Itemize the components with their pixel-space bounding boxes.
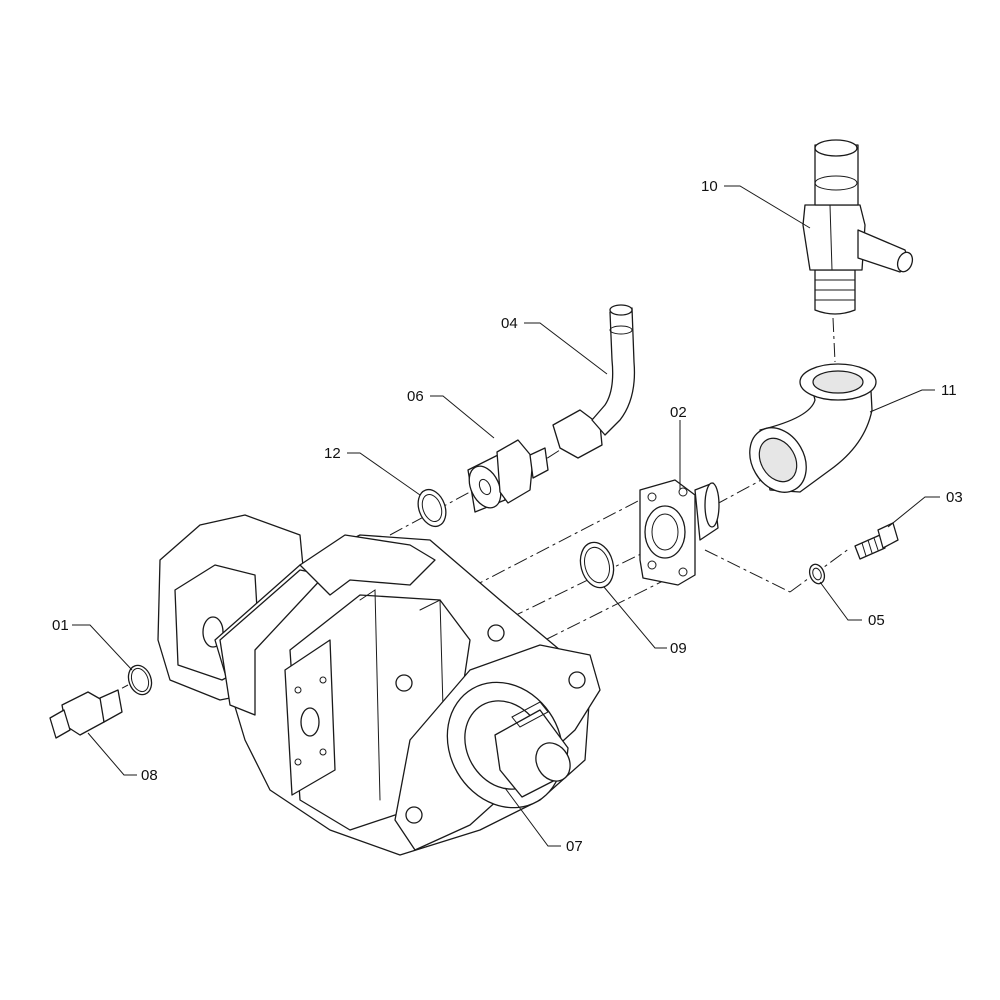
o-ring-01-outer [127, 664, 153, 696]
leader-03 [887, 496, 940, 528]
o-ring-12 [417, 488, 447, 528]
axis-flange-bolt [704, 549, 791, 593]
bolt-03-thread-3 [873, 537, 879, 551]
hose-elbow-04 [552, 304, 636, 459]
bolt-03-thread-2 [867, 539, 873, 554]
callout-07: 07 [566, 838, 583, 855]
pump-housing-top-rib [219, 569, 326, 716]
tee-10-barb-ring [814, 175, 858, 191]
bolt-03-head [877, 522, 899, 549]
hose-elbow-04-bead [609, 325, 633, 335]
flange-bolt-hole-top [487, 624, 505, 642]
callout-10: 10 [701, 178, 718, 195]
leader-lines [72, 185, 940, 847]
leader-04 [524, 322, 608, 375]
o-ring-09-outer [579, 541, 615, 589]
side-port-bolt-3 [294, 758, 302, 766]
side-port-hole [300, 707, 320, 737]
callout-09: 09 [670, 640, 687, 657]
o-ring-01 [127, 664, 153, 696]
washer-05 [808, 563, 826, 585]
callout-labels: 01 02 03 04 05 06 07 08 09 10 11 12 [52, 178, 963, 855]
callout-11: 11 [941, 382, 957, 399]
flange-02-hole-3 [647, 560, 657, 570]
callout-08: 08 [141, 767, 158, 784]
gear-pump [157, 514, 601, 856]
tee-10-barb-end [814, 139, 858, 157]
flange-02-bore [644, 505, 686, 559]
tee-fitting-10 [802, 139, 914, 315]
flange-02-hole-1 [647, 492, 657, 502]
o-ring-12-outer [417, 488, 447, 528]
side-port-bolt-1 [294, 686, 302, 694]
leader-11 [869, 389, 935, 413]
leader-05 [819, 581, 862, 621]
side-port-bolt-2 [319, 676, 327, 684]
axis-outlet-flange-upper [469, 499, 641, 589]
adapter-06-tail [529, 447, 549, 479]
flange-02-bore-inner [651, 513, 679, 551]
rear-fitting-08-thread [99, 689, 123, 723]
washer-05-outer [808, 563, 826, 585]
leader-09 [603, 586, 667, 649]
hose-elbow-04-nut [552, 409, 603, 459]
elbow-11-top-thread [812, 370, 864, 394]
pump-top-bracket [299, 534, 436, 596]
leader-12 [347, 452, 421, 496]
axis-pressure-port [544, 579, 666, 641]
tee-10-side-spigot-end [896, 251, 914, 273]
adapter-06-thread-end [468, 465, 502, 509]
o-ring-09-inner [584, 546, 610, 584]
leader-08 [87, 732, 137, 776]
flange-02-hole-2 [678, 487, 688, 497]
callout-01: 01 [52, 617, 69, 634]
callout-12: 12 [324, 445, 341, 462]
leader-10 [724, 185, 811, 229]
rear-fitting-08-nose [49, 709, 71, 739]
callout-03: 03 [946, 489, 963, 506]
bolt-03 [854, 522, 899, 560]
drive-shaft-end [535, 742, 571, 782]
elbow-fitting-11 [749, 363, 877, 493]
adapter-06-bore [478, 478, 492, 496]
rear-fitting-08 [49, 689, 123, 739]
flange-02-hole-4 [678, 567, 688, 577]
tee-10-hex-edge [829, 204, 833, 271]
leader-07 [504, 787, 561, 847]
outlet-flange-02 [639, 479, 720, 586]
axis-elbow [714, 477, 766, 506]
flange-bolt-hole-upper [568, 671, 586, 689]
tee-10-hex [802, 204, 866, 271]
callout-04: 04 [501, 315, 518, 332]
callout-06: 06 [407, 388, 424, 405]
callout-02: 02 [670, 404, 687, 421]
tee-10-thread [814, 269, 856, 315]
elbow-11-side-thread [758, 437, 798, 483]
flange-02-thread-end [704, 482, 720, 528]
hose-elbow-04-pipe [591, 307, 636, 436]
o-ring-01-inner [130, 667, 150, 693]
leader-01 [72, 624, 133, 671]
side-port-bolt-4 [319, 748, 327, 756]
hose-elbow-04-end [609, 304, 633, 316]
housing-edge-line-1 [359, 589, 381, 801]
o-ring-09 [579, 541, 615, 589]
bolt-03-thread-1 [861, 542, 867, 557]
axis-tee [832, 317, 836, 363]
axis-outlet-flange-lower [509, 551, 646, 619]
leader-06 [430, 395, 495, 439]
adapter-06 [467, 439, 549, 513]
callout-05: 05 [868, 612, 885, 629]
flange-bolt-hole-lower [405, 806, 423, 824]
shaft-key [511, 701, 549, 728]
o-ring-12-inner [421, 493, 443, 523]
washer-05-inner [812, 567, 822, 581]
flange-bolt-hole-left [395, 674, 413, 692]
adapter-06-hex [496, 439, 534, 504]
